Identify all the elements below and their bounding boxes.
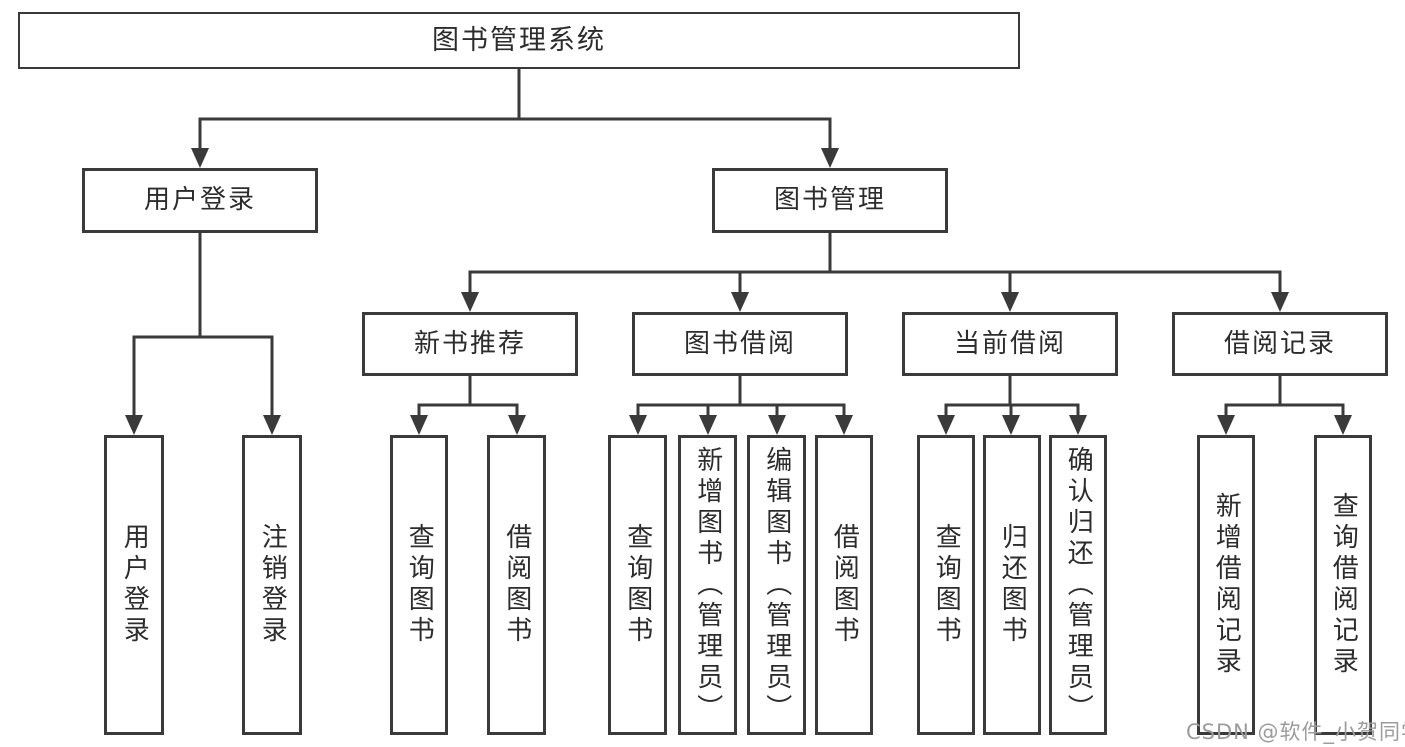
arrowhead-icon [1002, 415, 1020, 435]
arrowhead-icon [1334, 415, 1352, 435]
connectors-borrowing-records-group [1217, 376, 1352, 435]
node-user-login: 用户登录 [82, 168, 318, 233]
arrowhead-icon [629, 415, 647, 435]
node-borrowing-records: 借阅记录 [1172, 312, 1388, 376]
node-book-management: 图书管理 [712, 168, 948, 233]
connectors-book-borrowing-group [629, 376, 853, 435]
arrowhead-icon [125, 415, 143, 435]
connector-line [1224, 403, 1345, 416]
connectors-user-login-group [125, 233, 281, 435]
connector-line [132, 335, 274, 416]
connector-line [468, 270, 1282, 294]
arrowhead-icon [1069, 415, 1087, 435]
arrowhead-icon [731, 292, 749, 312]
arrowhead-icon [410, 415, 428, 435]
leaf-add-books-admin: 新增图书（管理员） [678, 435, 737, 735]
connector-line [198, 117, 832, 150]
watermark: CSDN @软件_小贺同学 [1186, 720, 1405, 744]
connectors-book-management-to-level3 [461, 233, 1289, 312]
leaf-edit-books-admin: 编辑图书（管理员） [747, 435, 806, 735]
node-new-book-recommend: 新书推荐 [362, 312, 578, 376]
arrowhead-icon [699, 415, 717, 435]
leaf-user-login: 用户登录 [104, 435, 164, 735]
leaf-query-books-borrowing: 查询图书 [608, 435, 667, 735]
leaf-query-books-current: 查询图书 [917, 435, 975, 735]
leaf-borrow-books: 借阅图书 [815, 435, 873, 735]
node-book-borrowing: 图书借阅 [632, 312, 848, 376]
connectors-new-book-recommend-group [410, 376, 526, 435]
leaf-query-books-recommend: 查询图书 [390, 435, 448, 735]
arrowhead-icon [263, 415, 281, 435]
connector-line [417, 403, 519, 416]
arrowhead-icon [937, 415, 955, 435]
connector-line [636, 403, 846, 416]
arrowhead-icon [1001, 292, 1019, 312]
arrowhead-icon [1217, 415, 1235, 435]
arrowhead-icon [508, 415, 526, 435]
node-current-borrowing: 当前借阅 [902, 312, 1118, 376]
leaf-add-borrowing-record: 新增借阅记录 [1197, 435, 1255, 735]
node-library-management-system: 图书管理系统 [18, 12, 1020, 69]
leaf-return-books: 归还图书 [983, 435, 1041, 735]
connectors-current-borrowing-group [937, 376, 1087, 435]
arrowhead-icon [1271, 292, 1289, 312]
connectors-root-to-level2 [191, 69, 839, 168]
leaf-confirm-return-admin: 确认归还（管理员） [1049, 435, 1107, 735]
arrowhead-icon [191, 148, 209, 168]
arrowhead-icon [768, 415, 786, 435]
arrowhead-icon [461, 292, 479, 312]
arrowhead-icon [835, 415, 853, 435]
leaf-logout: 注销登录 [242, 435, 302, 735]
leaf-borrow-books-recommend: 借阅图书 [487, 435, 546, 735]
arrowhead-icon [821, 148, 839, 168]
leaf-query-borrowing-record: 查询借阅记录 [1314, 435, 1372, 735]
